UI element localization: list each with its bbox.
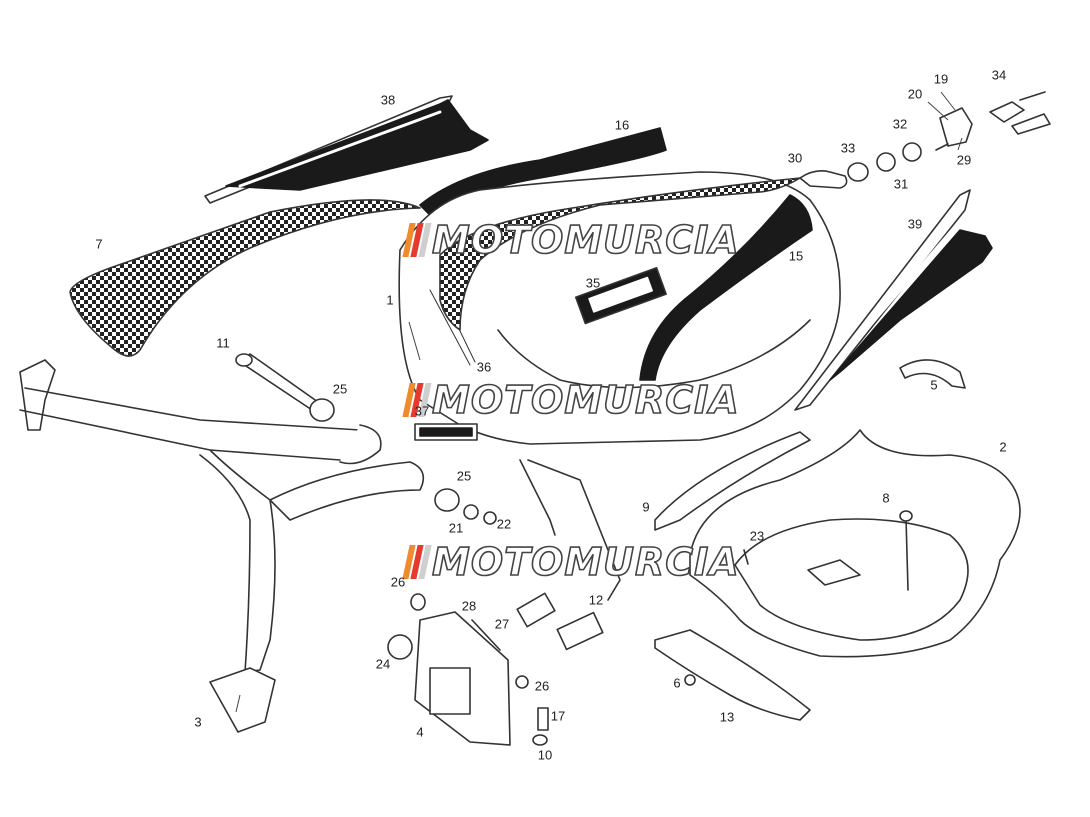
callout-13: 13 (719, 709, 735, 725)
watermark-text: MOTOMURCIA (431, 217, 740, 263)
bracket-13 (654, 629, 811, 721)
callout-20: 20 (907, 86, 923, 102)
washer-21 (463, 504, 479, 520)
callout-27: 27 (494, 616, 510, 632)
callout-12: 12 (588, 592, 604, 608)
callout-29: 29 (956, 152, 972, 168)
pin-29 (935, 143, 949, 151)
callout-36: 36 (476, 359, 492, 375)
callout-26b: 26 (534, 678, 550, 694)
nut-25a (309, 398, 335, 422)
callout-3: 3 (194, 714, 202, 730)
callout-22: 22 (496, 516, 512, 532)
decal-38 (204, 95, 489, 204)
screw-23 (743, 549, 749, 565)
callout-5: 5 (930, 377, 938, 393)
callout-38: 38 (380, 92, 396, 108)
decal-cowl-checker (439, 177, 801, 331)
watermark-top: MOTOMURCIA (402, 217, 740, 263)
logo-badge-35 (574, 266, 667, 325)
washer-10 (532, 734, 548, 746)
callout-26a: 26 (390, 574, 406, 590)
spring-12 (516, 459, 621, 651)
bushing-24 (387, 634, 413, 660)
callout-10: 10 (537, 747, 553, 763)
washer-33 (847, 162, 869, 182)
bolt-28 (471, 619, 501, 651)
watermark-text: MOTOMURCIA (431, 539, 740, 585)
nut-22 (483, 511, 497, 525)
stand-4 (414, 611, 511, 746)
callout-23: 23 (749, 528, 765, 544)
callout-32: 32 (892, 116, 908, 132)
carrier-frame-3 (19, 359, 425, 733)
callout-28: 28 (461, 598, 477, 614)
callout-34: 34 (991, 67, 1007, 83)
nut-26b (515, 675, 529, 689)
callout-17: 17 (550, 708, 566, 724)
callout-11: 11 (216, 335, 230, 351)
bracket-5 (899, 359, 966, 389)
watermark-text: MOTOMURCIA (431, 377, 740, 423)
callout-25a: 25 (332, 381, 348, 397)
callout-16: 16 (614, 117, 630, 133)
decal-15 (639, 194, 813, 381)
callout-39: 39 (907, 216, 923, 232)
callout-21: 21 (448, 520, 464, 536)
lock-19 (939, 107, 973, 147)
callout-8: 8 (882, 490, 890, 506)
rail-9 (654, 431, 811, 531)
callout-24: 24 (375, 656, 391, 672)
watermark-bottom: MOTOMURCIA (402, 539, 740, 585)
washer-32 (902, 142, 922, 162)
callout-7: 7 (95, 236, 103, 252)
callout-25b: 25 (456, 468, 472, 484)
decal-7 (69, 199, 421, 357)
screw-6 (684, 674, 696, 686)
clip-30 (799, 170, 848, 189)
callout-15: 15 (788, 248, 804, 264)
callout-9: 9 (642, 499, 650, 515)
callout-19: 19 (933, 71, 949, 87)
callout-1: 1 (386, 292, 394, 308)
spacer-25b (434, 488, 460, 512)
callout-33: 33 (840, 140, 856, 156)
callout-31: 31 (893, 176, 909, 192)
nut-31 (876, 152, 896, 172)
callout-2: 2 (999, 439, 1007, 455)
watermark-middle: MOTOMURCIA (402, 377, 740, 423)
under-tray-2 (689, 429, 1021, 658)
bolt-17 (537, 707, 549, 731)
stay-8 (905, 517, 909, 591)
nut-26a (410, 593, 426, 611)
callout-37: 37 (414, 403, 430, 419)
callout-6: 6 (673, 675, 681, 691)
callout-30: 30 (787, 150, 803, 166)
decal-39 (794, 189, 993, 411)
callout-35: 35 (585, 275, 601, 291)
callout-4: 4 (416, 724, 424, 740)
keys-34 (989, 91, 1051, 135)
